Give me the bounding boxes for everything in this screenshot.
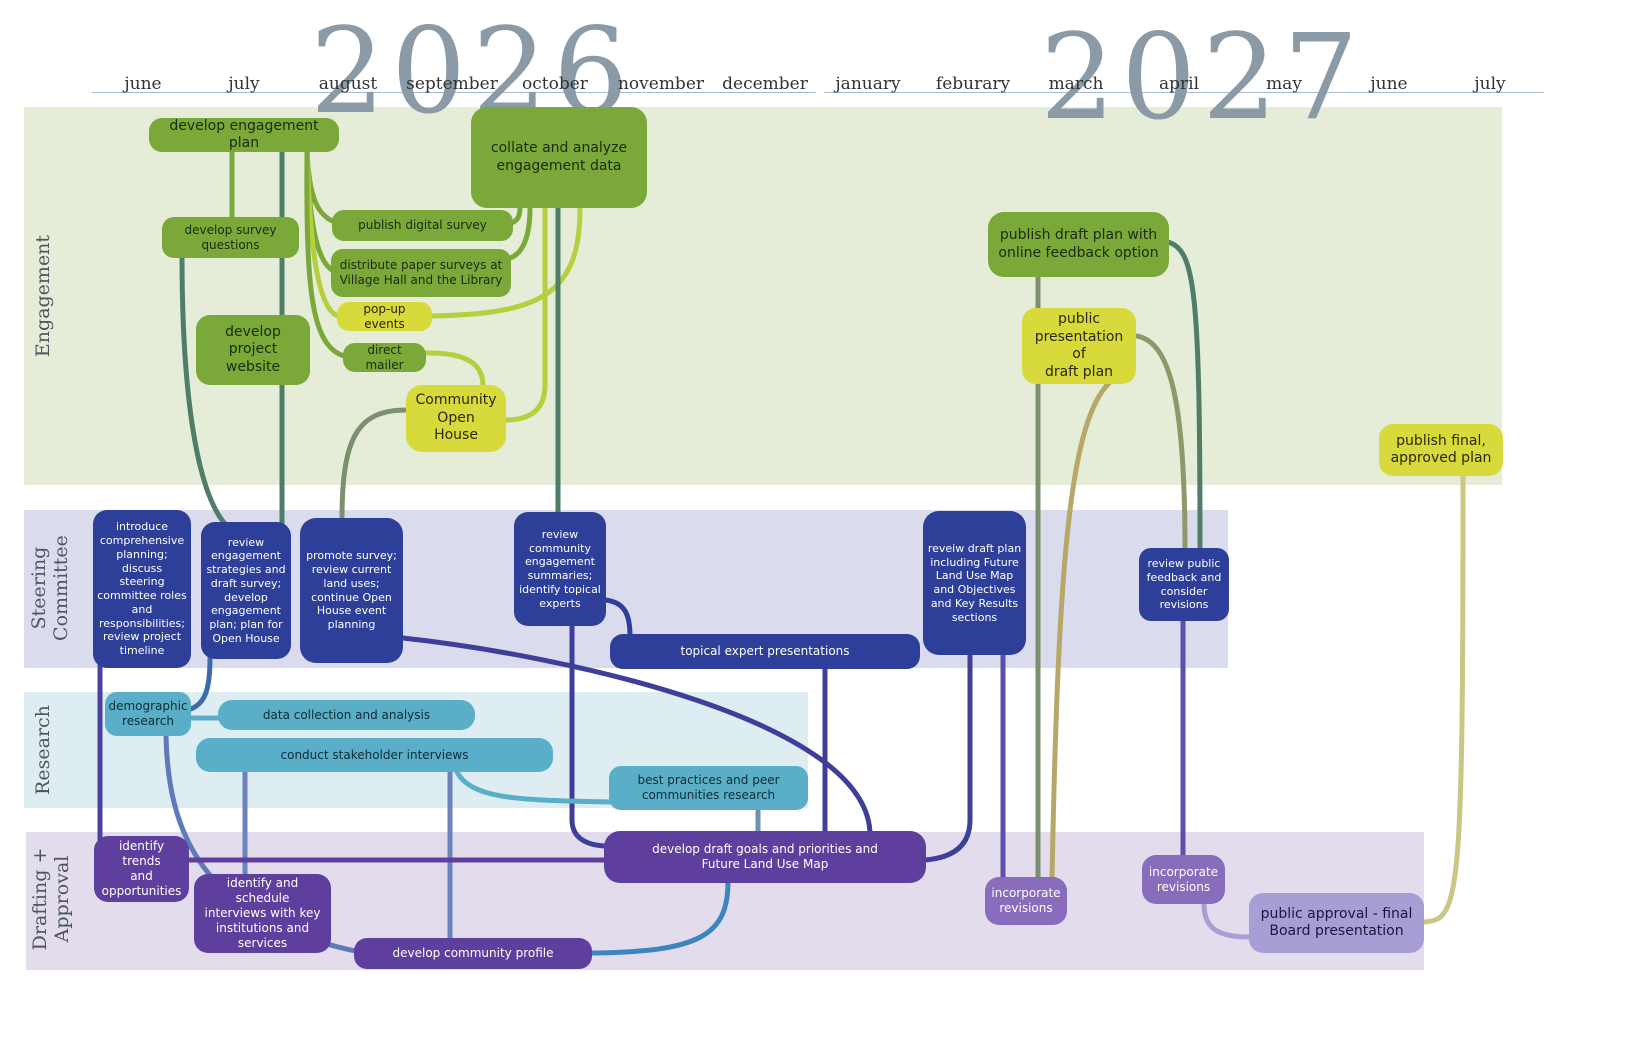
connector-line [179, 253, 229, 528]
publish-digital-survey-node[interactable]: publish digital survey [332, 210, 513, 241]
promote-survey-node[interactable]: promote survey; review current land uses… [300, 518, 403, 663]
month-label: june [1370, 74, 1408, 94]
timeline-axis-2027 [824, 92, 1544, 93]
review-summaries-node[interactable]: review community engagement summaries; i… [514, 512, 606, 626]
review-public-feedback-node[interactable]: review public feedback and consider revi… [1139, 548, 1229, 621]
connector-line [453, 767, 613, 805]
month-label: may [1266, 74, 1302, 94]
connector-line [569, 623, 611, 849]
connector-line [589, 879, 731, 956]
connector-line [507, 205, 533, 261]
identify-trends-node[interactable]: identify trends and opportunities [94, 836, 189, 902]
identify-schedule-node[interactable]: identify and schedule interviews with ke… [194, 874, 331, 953]
month-label: july [228, 74, 260, 94]
develop-draft-goals-node[interactable]: develop draft goals and priorities and F… [604, 831, 926, 883]
connector-line [922, 652, 973, 863]
connector-line [422, 350, 486, 389]
connector-line [1134, 333, 1188, 553]
pop-up-events-node[interactable]: pop-up events [337, 302, 432, 331]
connector-line [1421, 472, 1466, 925]
timeline-axis-2026 [92, 92, 816, 93]
develop-project-website-node[interactable]: develop project website [196, 315, 310, 385]
data-collection-node[interactable]: data collection and analysis [218, 700, 475, 730]
month-label: july [1474, 74, 1506, 94]
month-label: january [835, 74, 901, 94]
connector-line [1049, 379, 1113, 883]
engagement-band [24, 107, 1502, 485]
public-presentation-node[interactable]: public presentation of draft plan [1022, 308, 1136, 384]
connector-line [1201, 901, 1253, 940]
month-label: october [522, 74, 588, 94]
direct-mailer-node[interactable]: direct mailer [343, 343, 426, 372]
connector-line [400, 635, 873, 838]
month-label: june [124, 74, 162, 94]
develop-community-profile-node[interactable]: develop community profile [354, 938, 592, 969]
connector-line [304, 147, 347, 359]
stakeholder-interviews-node[interactable]: conduct stakeholder interviews [196, 738, 553, 772]
review-draft-plan-node[interactable]: reveiw draft plan including Future Land … [923, 511, 1026, 655]
publish-final-plan-node[interactable]: publish final, approved plan [1379, 424, 1503, 476]
develop-engagement-plan-node[interactable]: develop engagement plan [149, 118, 339, 152]
introduce-planning-node[interactable]: introduce comprehensive planning; discus… [93, 510, 191, 668]
review-engagement-strategies-node[interactable]: review engagement strategies and draft s… [201, 522, 291, 659]
connector-line [1165, 239, 1203, 553]
distribute-paper-surveys-node[interactable]: distribute paper surveys at Village Hall… [331, 249, 511, 297]
month-label: march [1048, 74, 1104, 94]
best-practices-node[interactable]: best practices and peer communities rese… [609, 766, 808, 810]
month-label: april [1158, 74, 1200, 94]
demographic-research-node[interactable]: demographic research [105, 692, 191, 736]
public-approval-node[interactable]: public approval - final Board presentati… [1249, 893, 1424, 953]
month-label: december [722, 74, 808, 94]
incorporate-revisions-2-node[interactable]: incorporate revisions [1142, 855, 1225, 904]
connector-line [502, 205, 548, 423]
month-label: november [617, 74, 705, 94]
community-open-house-node[interactable]: Community Open House [406, 385, 506, 452]
connector-line [339, 407, 409, 523]
month-label: feburary [935, 74, 1011, 94]
connector-line [185, 655, 213, 713]
incorporate-revisions-1-node[interactable]: incorporate revisions [985, 877, 1067, 925]
publish-draft-plan-node[interactable]: publish draft plan with online feedback … [988, 212, 1169, 277]
develop-survey-questions-node[interactable]: develop survey questions [162, 217, 299, 258]
topical-expert-presentations-node[interactable]: topical expert presentations [610, 634, 920, 669]
month-label: august [318, 74, 378, 94]
year-label-2027: 2027 [1040, 8, 1365, 146]
collate-analyze-node[interactable]: collate and analyze engagement data [471, 107, 647, 208]
month-label: september [406, 74, 498, 94]
connector-line [602, 597, 633, 639]
